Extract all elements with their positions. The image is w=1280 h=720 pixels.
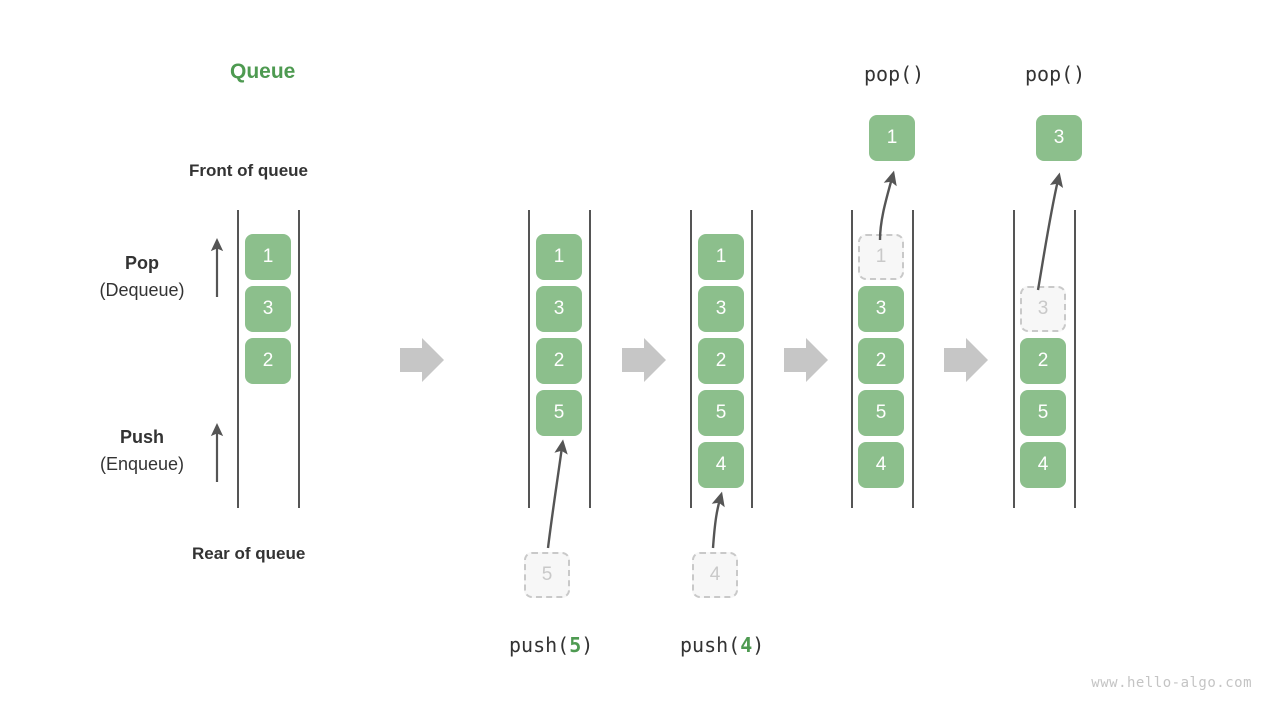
queue-cell: 5 xyxy=(536,390,582,436)
queue-cell: 2 xyxy=(536,338,582,384)
pop-operation-label-line2: (Dequeue) xyxy=(99,280,185,300)
queue-cell: 3 xyxy=(245,286,291,332)
queue-cell: 2 xyxy=(245,338,291,384)
push-5-incoming-arrow-icon xyxy=(546,439,568,549)
queue-cell-removed-ghost: 1 xyxy=(858,234,904,280)
queue-cell: 1 xyxy=(536,234,582,280)
push-4-incoming-arrow-icon xyxy=(711,491,725,549)
stage-caption-pop-3: pop() xyxy=(1025,62,1086,86)
rear-of-queue-label: Rear of queue xyxy=(192,544,306,563)
queue-cell: 1 xyxy=(698,234,744,280)
queue-rail-left-stage-3 xyxy=(851,210,853,508)
queue-cell: 5 xyxy=(698,390,744,436)
caption-prefix: push( xyxy=(509,633,570,657)
queue-rail-left-stage-0 xyxy=(237,210,239,508)
queue-cell: 1 xyxy=(245,234,291,280)
pop-1-outgoing-arrow-icon xyxy=(878,170,897,241)
queue-rail-left-stage-4 xyxy=(1013,210,1015,508)
queue-cell: 3 xyxy=(536,286,582,332)
queue-cell: 2 xyxy=(698,338,744,384)
queue-cell: 3 xyxy=(858,286,904,332)
caption-suffix: ) xyxy=(752,633,765,657)
queue-cell: 2 xyxy=(858,338,904,384)
incoming-element-ghost: 5 xyxy=(524,552,570,598)
caption-prefix: push( xyxy=(680,633,741,657)
page-title: Queue xyxy=(230,60,296,83)
queue-cell-removed-ghost: 3 xyxy=(1020,286,1066,332)
queue-rail-left-stage-1 xyxy=(528,210,530,508)
queue-cell: 4 xyxy=(1020,442,1066,488)
flow-arrow-icon xyxy=(944,338,988,382)
popped-element: 1 xyxy=(869,115,915,161)
push-operation-label-line1: Push xyxy=(119,427,164,447)
front-of-queue-label: Front of queue xyxy=(189,161,308,180)
push-operation-label-line2: (Enqueue) xyxy=(99,454,185,474)
queue-rail-right-stage-1 xyxy=(589,210,591,508)
pop-operation-label-line1: Pop xyxy=(125,253,159,273)
caption-value: 4 xyxy=(740,633,753,657)
queue-cell: 5 xyxy=(858,390,904,436)
queue-rail-right-stage-2 xyxy=(751,210,753,508)
watermark: www.hello-algo.com xyxy=(1091,675,1252,691)
popped-element: 3 xyxy=(1036,115,1082,161)
queue-rail-right-stage-4 xyxy=(1074,210,1076,508)
caption-suffix: ) xyxy=(581,633,594,657)
queue-rail-left-stage-2 xyxy=(690,210,692,508)
queue-cell: 4 xyxy=(698,442,744,488)
queue-cell: 3 xyxy=(698,286,744,332)
pop-3-outgoing-arrow-icon xyxy=(1036,172,1064,291)
queue-cell: 2 xyxy=(1020,338,1066,384)
pop-operation-label: Pop (Dequeue) xyxy=(57,250,227,304)
stage-caption-pop-1: pop() xyxy=(864,62,925,86)
caption-value: 5 xyxy=(569,633,582,657)
queue-cell: 5 xyxy=(1020,390,1066,436)
stage-caption-push-4: push(4) xyxy=(680,633,764,657)
flow-arrow-icon xyxy=(400,338,444,382)
incoming-element-ghost: 4 xyxy=(692,552,738,598)
push-operation-label: Push (Enqueue) xyxy=(57,424,227,478)
flow-arrow-icon xyxy=(784,338,828,382)
queue-rail-right-stage-0 xyxy=(298,210,300,508)
queue-cell: 4 xyxy=(858,442,904,488)
stage-caption-push-5: push(5) xyxy=(509,633,593,657)
queue-rail-right-stage-3 xyxy=(912,210,914,508)
flow-arrow-icon xyxy=(622,338,666,382)
